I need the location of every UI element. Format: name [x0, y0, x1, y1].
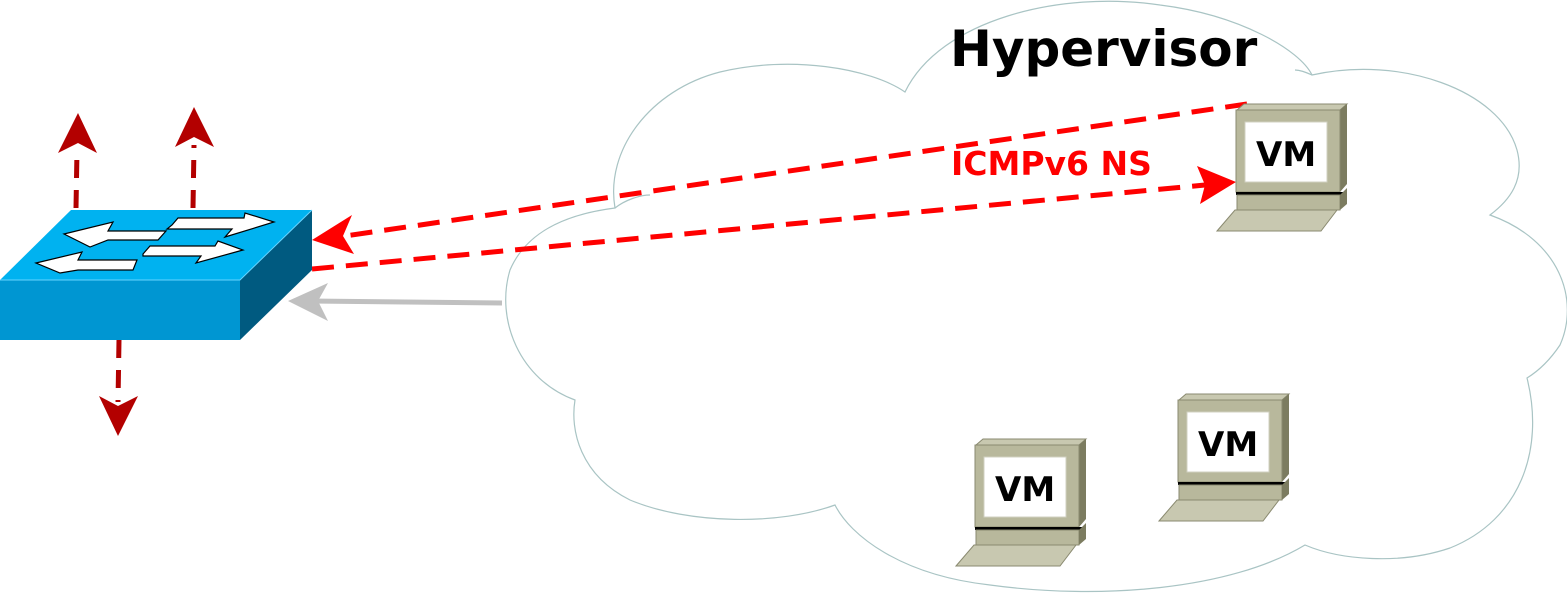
vm-label-0: VM	[1256, 135, 1317, 175]
vm-label-2: VM	[995, 470, 1056, 510]
vm-label-1: VM	[1198, 425, 1259, 465]
flood-arrowheads	[58, 107, 214, 436]
vm-computer-icon-1	[1157, 393, 1291, 522]
flood-arrows	[73, 144, 197, 403]
hypervisor-uplink-arrow	[288, 283, 503, 321]
vm-computer-icon-2	[954, 438, 1088, 567]
switch-icon	[0, 209, 313, 340]
vm-computer-icon-0	[1215, 103, 1349, 232]
icmpv6-ns-arrows	[311, 101, 1248, 272]
icmpv6-ns-label: ICMPv6 NS	[951, 144, 1152, 183]
hypervisor-label: Hypervisor	[950, 20, 1258, 78]
